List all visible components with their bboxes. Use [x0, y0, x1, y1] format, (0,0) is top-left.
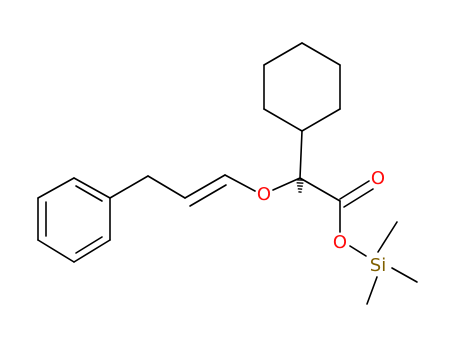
ether-bond [273, 178, 300, 190]
alkene-double-line [190, 185, 226, 206]
benzene-inner-bond [76, 237, 102, 253]
benzene-bond [38, 178, 74, 198]
cyclohexyl-link [300, 131, 302, 178]
si-methyl-bond [392, 268, 417, 282]
ether-oxygen-label: O [257, 184, 271, 205]
stereo-hash-bond [296, 180, 304, 192]
chain-bond [148, 176, 185, 198]
o-si-bond [350, 246, 366, 256]
cyclohexane-bond [264, 109, 302, 131]
chain-bond [110, 176, 148, 198]
benzene-bond [38, 240, 74, 262]
si-methyl-bond [367, 277, 377, 304]
carbonyl-oxygen-label: O [371, 168, 385, 189]
atom-labels: O O O Si [257, 168, 386, 276]
alpha-carbonyl-bond [300, 178, 340, 201]
silicon-label: Si [370, 255, 386, 276]
alkene-bond [185, 175, 225, 198]
si-methyl-bond [378, 222, 397, 252]
cyclohexane-bond [264, 43, 302, 65]
cyclohexane-bond [302, 109, 340, 131]
ester-oxygen-label: O [333, 232, 347, 253]
benzene-inner-bond [76, 186, 102, 201]
cyclohexane-bond [302, 43, 340, 65]
carbonyl-double-line [344, 189, 373, 207]
bonds [38, 43, 417, 304]
carbonyl-double-bond [340, 181, 369, 199]
vinyl-ether-bond [225, 175, 255, 191]
